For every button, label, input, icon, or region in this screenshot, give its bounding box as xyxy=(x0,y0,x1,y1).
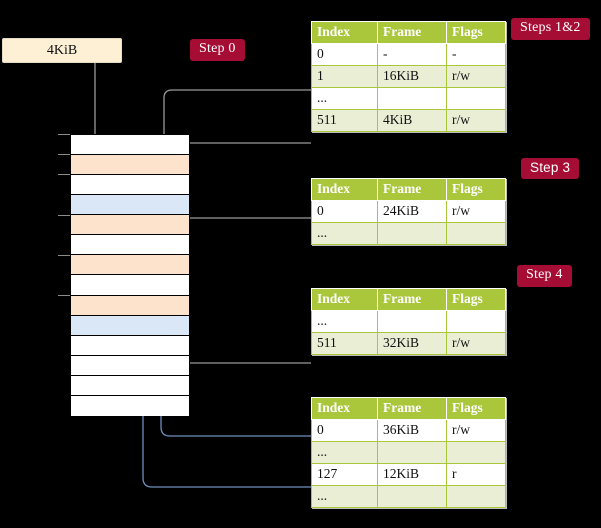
table-row: 0-- xyxy=(311,43,506,66)
table-row: ... xyxy=(311,222,506,245)
column-header-frame: Frame xyxy=(377,397,447,420)
memory-frame-row xyxy=(71,395,189,416)
cell-flags xyxy=(446,441,506,464)
memory-frame-row xyxy=(71,255,189,276)
badge-step-4: Step 4 xyxy=(517,265,572,287)
badge-steps-1-2: Steps 1&2 xyxy=(511,18,590,40)
memory-frame-row xyxy=(71,195,189,216)
memory-frame-row xyxy=(71,235,189,256)
memory-frame-row xyxy=(71,275,189,296)
table-row: ... xyxy=(311,485,506,508)
cell-index: 0 xyxy=(311,43,378,66)
table-row: ... xyxy=(311,87,506,110)
memory-tick-mark xyxy=(58,214,70,216)
wire-l3-to-memory xyxy=(171,306,311,364)
cell-index: 0 xyxy=(311,419,378,442)
cell-frame xyxy=(377,441,447,464)
memory-frame-row xyxy=(71,315,189,336)
badge-step-0: Step 0 xyxy=(190,39,245,61)
table-row: ... xyxy=(311,310,506,333)
column-header-index: Index xyxy=(311,178,378,201)
memory-frame-row xyxy=(71,335,189,356)
column-header-flags: Flags xyxy=(446,288,506,311)
cell-index: ... xyxy=(311,485,378,508)
cell-frame xyxy=(377,222,447,245)
memory-tick-mark xyxy=(58,254,70,256)
cell-index: 511 xyxy=(311,332,378,355)
cell-index: ... xyxy=(311,441,378,464)
column-header-index: Index xyxy=(311,288,378,311)
cell-flags: r/w xyxy=(446,109,506,132)
table-row: ... xyxy=(311,441,506,464)
cell-index: 127 xyxy=(311,463,378,486)
badge-step-3: Step 3 xyxy=(521,158,580,180)
cell-frame xyxy=(377,87,447,110)
column-header-index: Index xyxy=(311,21,378,44)
cell-index: ... xyxy=(311,87,378,110)
cell-frame: 4KiB xyxy=(377,109,447,132)
memory-frame-row xyxy=(71,375,189,396)
column-header-flags: Flags xyxy=(446,178,506,201)
cell-flags: r/w xyxy=(446,419,506,442)
wire-l2-to-memory xyxy=(177,217,311,256)
memory-frame-row xyxy=(71,355,189,376)
memory-frame-row xyxy=(71,215,189,236)
column-header-flags: Flags xyxy=(446,397,506,420)
cell-frame: - xyxy=(377,43,447,66)
column-header-index: Index xyxy=(311,397,378,420)
cell-index: 0 xyxy=(311,200,378,223)
memory-frame-row xyxy=(71,295,189,316)
cell-flags: r/w xyxy=(446,332,506,355)
cell-index: ... xyxy=(311,222,378,245)
memory-frame-row xyxy=(71,155,189,176)
cell-frame: 16KiB xyxy=(377,65,447,88)
memory-tick-mark xyxy=(58,134,70,135)
memory-frame-row xyxy=(71,135,189,156)
column-header-frame: Frame xyxy=(377,21,447,44)
source-frame-label: 4KiB xyxy=(46,42,78,58)
physical-memory-column xyxy=(70,134,190,416)
cell-flags: r xyxy=(446,463,506,486)
cell-flags: r/w xyxy=(446,65,506,88)
cell-frame xyxy=(377,310,447,333)
cell-index: ... xyxy=(311,310,378,333)
wire-l1-511-to-memory xyxy=(171,142,311,154)
cell-flags xyxy=(446,222,506,245)
memory-tick-mark xyxy=(58,174,70,176)
cell-flags: r/w xyxy=(446,200,506,223)
column-header-flags: Flags xyxy=(446,21,506,44)
memory-tick-mark xyxy=(58,154,70,156)
source-frame-box: 4KiB xyxy=(2,38,122,63)
cell-frame: 24KiB xyxy=(377,200,447,223)
cell-flags xyxy=(446,87,506,110)
column-header-frame: Frame xyxy=(377,178,447,201)
cell-index: 511 xyxy=(311,109,378,132)
column-header-frame: Frame xyxy=(377,288,447,311)
cell-index: 1 xyxy=(311,65,378,88)
cell-frame: 36KiB xyxy=(377,419,447,442)
cell-flags xyxy=(446,310,506,333)
memory-tick-mark xyxy=(58,295,70,297)
cell-frame xyxy=(377,485,447,508)
cell-frame: 32KiB xyxy=(377,332,447,355)
memory-frame-row xyxy=(71,175,189,196)
cell-flags xyxy=(446,485,506,508)
cell-flags: - xyxy=(446,43,506,66)
cell-frame: 12KiB xyxy=(377,463,447,486)
